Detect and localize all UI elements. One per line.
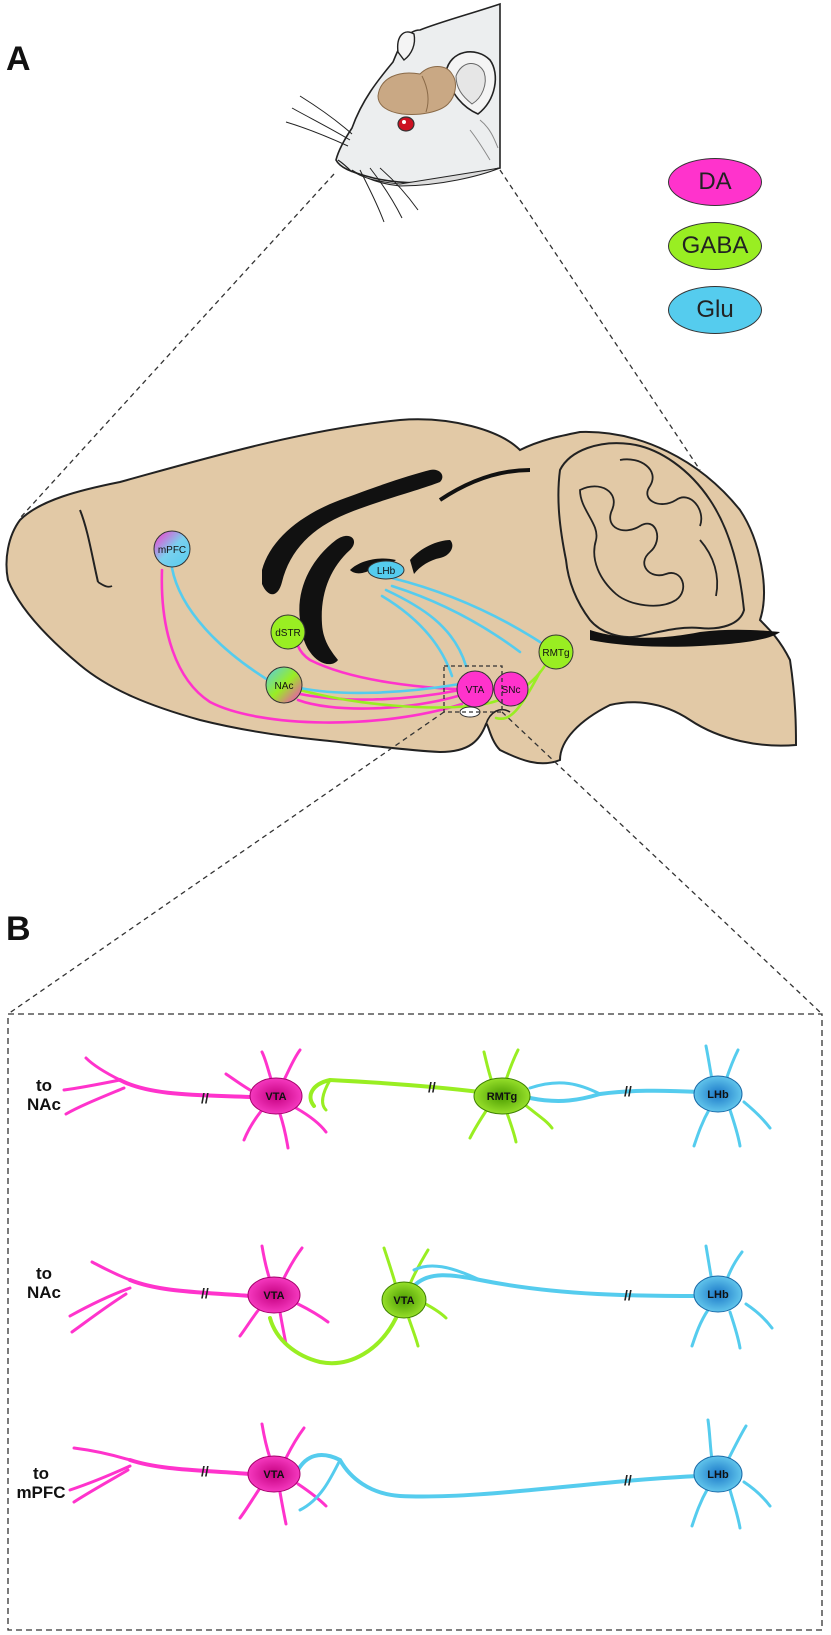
mouse-illustration (285, 2, 501, 223)
circuit-2: // // (68, 1244, 774, 1366)
neuron-1-glu: LHb (693, 1075, 743, 1113)
panel-b-frame (7, 1013, 823, 1631)
circuit-3-target-line2: mPFC (16, 1483, 66, 1502)
sagittal-brain (5, 418, 798, 765)
circuit-3-target-label: to mPFC (16, 1464, 66, 1502)
svg-text://: // (428, 1079, 436, 1095)
svg-text://: // (624, 1083, 632, 1099)
region-lhb: LHb (367, 560, 405, 580)
neuron-3-da: VTA (247, 1455, 301, 1493)
neuron-3-glu: LHb (693, 1455, 743, 1493)
neuron-1-da: VTA (249, 1077, 303, 1115)
neuron-2-da: VTA (247, 1276, 301, 1314)
circuit-2-target-label: to NAc (22, 1264, 66, 1302)
region-dstr: dSTR (270, 614, 306, 650)
region-vta: VTA (456, 670, 494, 708)
legend-gaba: GABA (668, 222, 762, 270)
svg-text://: // (201, 1463, 209, 1479)
legend-glu: Glu (668, 286, 762, 334)
svg-text://: // (201, 1285, 209, 1301)
zoom-line-right (501, 711, 823, 1015)
neuron-2-gaba-label: VTA (393, 1295, 414, 1307)
circuit-3: // // (68, 1418, 772, 1530)
neuron-3-glu-label: LHb (707, 1469, 729, 1481)
region-rmtg: RMTg (538, 634, 574, 670)
panel-label-a: A (6, 40, 31, 78)
region-nac-label: NAc (275, 681, 294, 692)
projection-line-left (19, 173, 335, 519)
neuron-1-glu-label: LHb (707, 1089, 729, 1101)
neuron-2-gaba: VTA (381, 1281, 427, 1319)
svg-text://: // (624, 1472, 632, 1488)
circuit-2-target-line1: to (35, 1264, 53, 1283)
region-nac: NAc (265, 666, 303, 704)
zoom-box (443, 665, 503, 713)
region-mpfc-label: mPFC (158, 545, 186, 556)
neuron-1-da-label: VTA (265, 1091, 286, 1103)
region-vta-label: VTA (466, 685, 485, 696)
circuit-3-target-line1: to (32, 1464, 50, 1483)
region-snc-label: SNc (502, 685, 521, 696)
region-mpfc: mPFC (153, 530, 191, 568)
panel-label-b: B (6, 910, 31, 948)
legend-da: DA (668, 158, 762, 206)
circuit-1-target-line1: to (35, 1076, 53, 1095)
zoom-line-left (7, 711, 445, 1015)
svg-text://: // (201, 1090, 209, 1106)
neuron-3-da-label: VTA (263, 1469, 284, 1481)
region-lhb-label: LHb (377, 566, 396, 577)
circuit-1: // // // (62, 1044, 772, 1150)
circuit-1-target-label: to NAc (22, 1076, 66, 1114)
circuit-1-target-line2: NAc (26, 1095, 61, 1114)
region-snc: SNc (493, 671, 529, 707)
neuron-2-glu: LHb (693, 1275, 743, 1313)
neuron-1-gaba: RMTg (473, 1077, 531, 1115)
region-dstr-label: dSTR (275, 628, 301, 639)
svg-text://: // (624, 1287, 632, 1303)
projection-line-right (499, 169, 701, 471)
region-rmtg-label: RMTg (542, 648, 569, 659)
neuron-2-glu-label: LHb (707, 1289, 729, 1301)
neuron-2-da-label: VTA (263, 1290, 284, 1302)
circuit-2-target-line2: NAc (26, 1283, 61, 1302)
neuron-1-gaba-label: RMTg (487, 1091, 518, 1103)
